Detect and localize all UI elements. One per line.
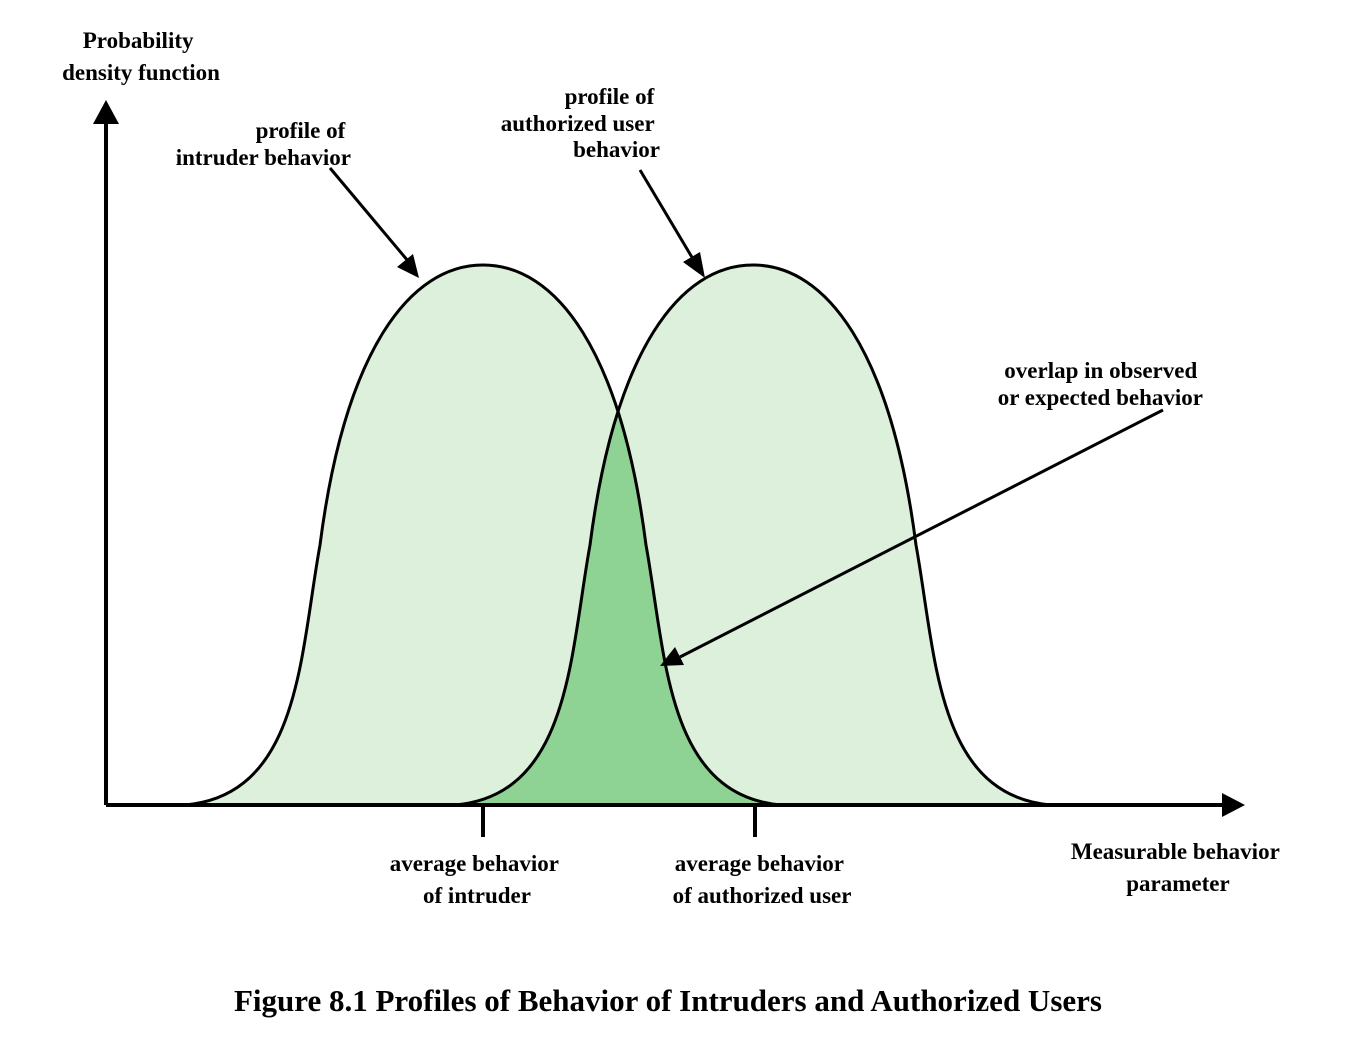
figure-caption: Figure 8.1 Profiles of Behavior of Intru… xyxy=(234,983,1102,1018)
overlap-label-arrow xyxy=(679,408,1164,659)
authorized-label-arrow xyxy=(638,169,695,260)
overlap-label: overlap in observed or expected behavior xyxy=(998,358,1203,410)
authorized-profile-label: profile of authorized user behavior xyxy=(501,84,660,162)
intruder-profile-label: profile of intruder behavior xyxy=(176,118,351,170)
authorized-curve-outline xyxy=(454,263,1052,807)
intruder-mean-label: average behavior of intruder xyxy=(390,851,565,908)
intruder-curve-outline xyxy=(184,263,782,807)
intruder-label-arrow xyxy=(328,167,410,262)
x-axis-label: Measurable behavior parameter xyxy=(1071,839,1285,896)
x-axis-arrowhead xyxy=(1222,793,1245,817)
intruder-label-arrowhead xyxy=(397,254,419,278)
y-axis-arrowhead xyxy=(93,100,119,124)
authorized-label-arrowhead xyxy=(683,252,705,278)
overlap-label-arrowhead xyxy=(660,647,684,666)
y-axis-label: Probability density function xyxy=(62,28,220,85)
authorized-mean-label: average behavior of authorized user xyxy=(673,851,852,908)
